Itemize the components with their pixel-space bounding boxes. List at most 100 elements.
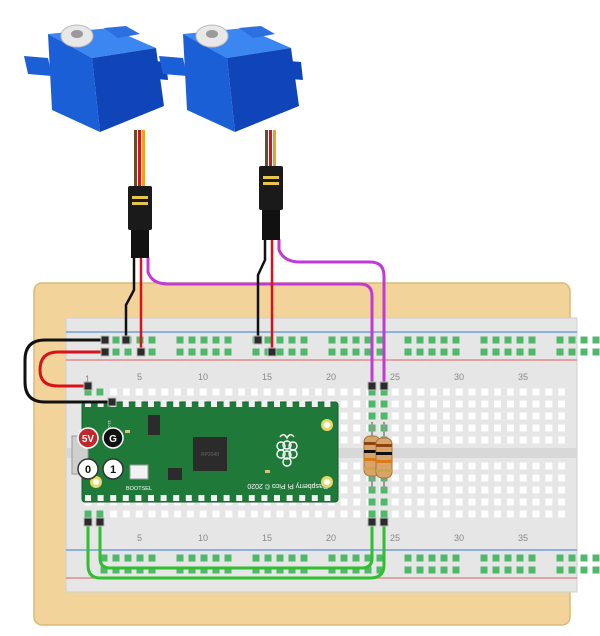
servo-motor-icon — [159, 24, 303, 132]
wire-purple — [146, 256, 374, 388]
breadboard-hole — [428, 336, 436, 344]
breadboard-hole — [340, 388, 348, 396]
breadboard-hole — [417, 474, 425, 482]
breadboard-hole — [224, 554, 232, 562]
pico-pin-pad — [135, 401, 142, 407]
pico-pin-pad — [110, 495, 117, 501]
breadboard-hole — [558, 510, 566, 518]
breadboard-hole — [492, 348, 500, 356]
pico-pin-pad — [248, 495, 255, 501]
pin-badge-ground: G — [102, 427, 124, 449]
breadboard-hole — [545, 462, 553, 470]
svg-text:5V: 5V — [82, 434, 95, 445]
breadboard-hole — [558, 400, 566, 408]
breadboard-hole — [430, 474, 438, 482]
breadboard-hole — [430, 400, 438, 408]
breadboard-hole — [506, 486, 514, 494]
pico-pin-pad — [135, 495, 142, 501]
wire-end-pad — [83, 381, 93, 391]
breadboard-hole — [276, 348, 284, 356]
breadboard-hole — [352, 554, 360, 562]
breadboard-hole — [480, 566, 488, 574]
breadboard-hole — [430, 436, 438, 444]
bootsel-label: BOOTSEL — [126, 486, 152, 492]
breadboard-hole — [558, 388, 566, 396]
breadboard-hole — [494, 424, 502, 432]
breadboard-hole — [391, 498, 399, 506]
breadboard-hole — [440, 554, 448, 562]
breadboard-hole — [455, 510, 463, 518]
breadboard-hole — [455, 486, 463, 494]
breadboard-hole — [504, 336, 512, 344]
breadboard-hole — [300, 566, 308, 574]
breadboard-hole — [302, 510, 310, 518]
breadboard-hole — [352, 336, 360, 344]
wire-black — [124, 256, 136, 342]
breadboard-hole — [100, 554, 108, 562]
pico-pin-pad — [286, 495, 293, 501]
breadboard-hole — [353, 486, 361, 494]
svg-text:0: 0 — [85, 464, 91, 476]
breadboard-hole — [368, 412, 376, 420]
breadboard-hole — [545, 400, 553, 408]
breadboard-hole — [519, 400, 527, 408]
breadboard-hole — [568, 554, 576, 562]
breadboard-hole — [352, 348, 360, 356]
breadboard-hole — [455, 498, 463, 506]
breadboard-hole — [580, 566, 588, 574]
breadboard-hole — [148, 336, 156, 344]
bootsel-button — [129, 464, 149, 480]
breadboard-hole — [532, 436, 540, 444]
breadboard-hole — [212, 348, 220, 356]
pico-pin-pad — [185, 401, 192, 407]
breadboard-hole — [468, 412, 476, 420]
breadboard-hole — [442, 424, 450, 432]
breadboard-hole — [592, 336, 600, 344]
breadboard-hole — [135, 510, 143, 518]
wire-end-pad — [379, 517, 389, 527]
servo-cable — [259, 130, 283, 240]
wire-end-pad — [100, 335, 110, 345]
breadboard-hole — [264, 554, 272, 562]
breadboard-hole — [391, 436, 399, 444]
breadboard-hole — [212, 510, 220, 518]
breadboard-hole — [516, 566, 524, 574]
column-number: 15 — [262, 533, 272, 543]
breadboard-hole — [250, 388, 258, 396]
breadboard-hole — [532, 400, 540, 408]
breadboard-hole — [468, 474, 476, 482]
breadboard-hole — [391, 474, 399, 482]
breadboard-hole — [545, 474, 553, 482]
svg-text:1: 1 — [110, 464, 116, 476]
breadboard-hole — [252, 566, 260, 574]
breadboard-hole — [455, 400, 463, 408]
rp2040-chip — [193, 437, 227, 471]
breadboard-hole — [494, 412, 502, 420]
breadboard-hole — [380, 498, 388, 506]
breadboard-hole — [452, 348, 460, 356]
breadboard-hole — [124, 566, 132, 574]
pico-pin-pad — [211, 495, 217, 501]
breadboard-hole — [504, 348, 512, 356]
breadboard-hole — [340, 474, 348, 482]
column-number: 30 — [454, 372, 464, 382]
breadboard-hole — [494, 462, 502, 470]
breadboard-hole — [148, 554, 156, 562]
pico-pin-pad — [198, 401, 205, 407]
breadboard-hole — [519, 388, 527, 396]
breadboard-hole — [263, 388, 271, 396]
pico-pin-pad — [223, 495, 230, 501]
breadboard-hole — [186, 388, 194, 396]
breadboard-hole — [364, 348, 372, 356]
breadboard-hole — [545, 436, 553, 444]
breadboard-hole — [224, 336, 232, 344]
breadboard-hole — [368, 388, 376, 396]
breadboard-hole — [376, 554, 384, 562]
breadboard-hole — [404, 348, 412, 356]
breadboard-hole — [276, 336, 284, 344]
breadboard-hole — [519, 436, 527, 444]
breadboard-hole — [212, 554, 220, 562]
breadboard-hole — [428, 348, 436, 356]
breadboard-hole — [519, 510, 527, 518]
pico-pin-pad — [274, 401, 280, 407]
